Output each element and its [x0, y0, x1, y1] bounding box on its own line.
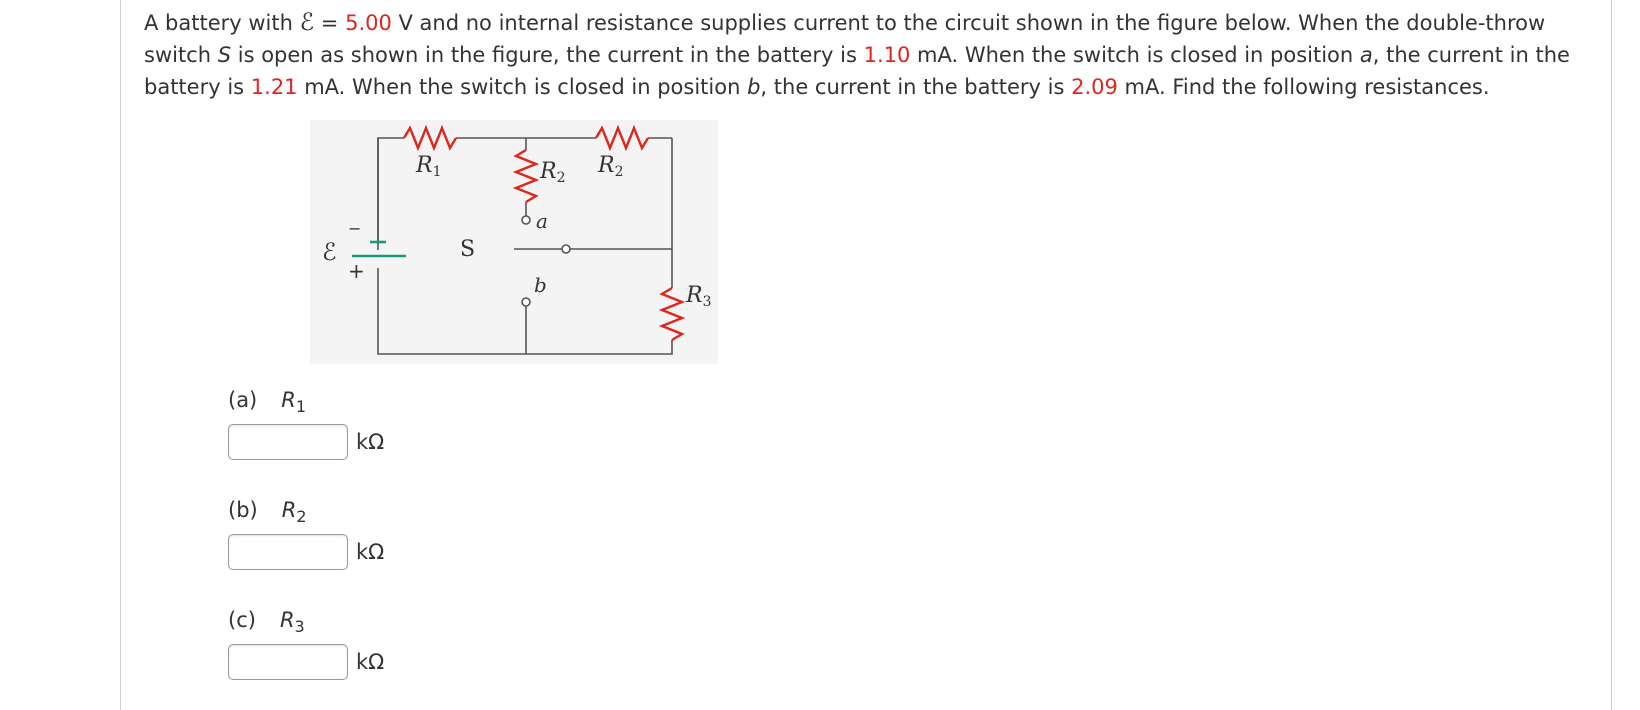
var-main: R [281, 498, 297, 522]
var-sub: 1 [295, 397, 307, 416]
unit-label: kΩ [356, 540, 385, 564]
part-variable: R2 [281, 498, 307, 526]
r2-top-label: R2 [597, 153, 624, 180]
r2b-label-sub: 2 [615, 164, 624, 180]
resistor-r3 [658, 286, 686, 342]
problem-text: mA. Find the following resistances. [1117, 75, 1490, 99]
current-b-value: 2.09 [1071, 75, 1118, 99]
emf-label: ℰ [322, 238, 337, 266]
emf-symbol: ℰ [299, 8, 315, 36]
part-letter: (c) [228, 608, 256, 632]
contact-pivot [561, 244, 571, 254]
battery [352, 240, 406, 258]
part-variable: R3 [279, 608, 305, 636]
contact-b [521, 297, 531, 307]
part-a-label: (a) R1 [228, 388, 306, 416]
switch-name: S [217, 43, 232, 67]
problem-text: mA. When the switch is closed in positio… [297, 75, 748, 99]
part-c-label: (c) R3 [228, 608, 305, 636]
current-open-value: 1.10 [863, 43, 911, 67]
r2-answer-input[interactable] [228, 534, 348, 570]
contact-a [521, 215, 531, 225]
battery-plus-label: + [348, 259, 365, 283]
unit-label: kΩ [356, 650, 385, 674]
r3-label-sub: 3 [703, 294, 712, 310]
var-sub: 2 [296, 507, 307, 526]
var-main: R [279, 608, 295, 632]
part-variable: R1 [281, 388, 306, 416]
problem-statement: A battery with ℰ = 5.00 V and no interna… [144, 6, 1584, 103]
part-letter: (a) [228, 388, 258, 412]
part-c-answer-row: kΩ [228, 642, 384, 682]
var-sub: 3 [294, 617, 305, 636]
part-a-answer-row: kΩ [228, 422, 384, 462]
r2a-label-sub: 2 [557, 170, 566, 186]
part-b-answer-row: kΩ [228, 532, 384, 572]
position-b-label: b [534, 273, 547, 297]
circuit-wires [377, 137, 673, 355]
resistors [402, 124, 686, 342]
position-a-label: a [536, 209, 548, 233]
resistor-r2-vertical [512, 148, 540, 204]
circuit-figure: ℰ − + R1 R2 R2 R3 S a b [310, 120, 718, 364]
problem-text: mA. When the switch is closed in positio… [910, 43, 1360, 67]
problem-text: is open as shown in the figure, the curr… [231, 43, 864, 67]
problem-text: A battery with [144, 11, 300, 35]
problem-text: , the current in the battery is [760, 75, 1072, 99]
r3-answer-input[interactable] [228, 644, 348, 680]
battery-minus-label: − [348, 219, 361, 238]
question-panel [120, 0, 1612, 710]
r2b-label-main: R [597, 153, 615, 178]
r1-label-sub: 1 [433, 164, 442, 180]
current-a-value: 1.21 [250, 75, 298, 99]
var-main: R [281, 388, 296, 412]
resistor-r1 [402, 124, 458, 152]
r2a-label-main: R [539, 159, 557, 184]
switch-label: S [460, 237, 475, 262]
position-a: a [1359, 43, 1373, 67]
r1-label: R1 [415, 153, 442, 180]
r1-answer-input[interactable] [228, 424, 348, 460]
emf-value: 5.00 [345, 11, 392, 35]
r2-vertical-label: R2 [539, 159, 566, 186]
problem-text: = [314, 11, 346, 35]
switch-contacts [521, 215, 571, 307]
r3-label: R3 [685, 283, 712, 310]
problem-text: V and no internal resistance supplies cu… [144, 11, 1546, 67]
resistor-r2-top [594, 124, 650, 152]
r1-label-main: R [415, 153, 433, 178]
problem-text: , the current in the battery is [144, 43, 1570, 99]
r3-label-main: R [685, 283, 703, 308]
part-b-label: (b) R2 [228, 498, 307, 526]
unit-label: kΩ [356, 430, 385, 454]
position-b: b [747, 75, 761, 99]
part-letter: (b) [228, 498, 258, 522]
